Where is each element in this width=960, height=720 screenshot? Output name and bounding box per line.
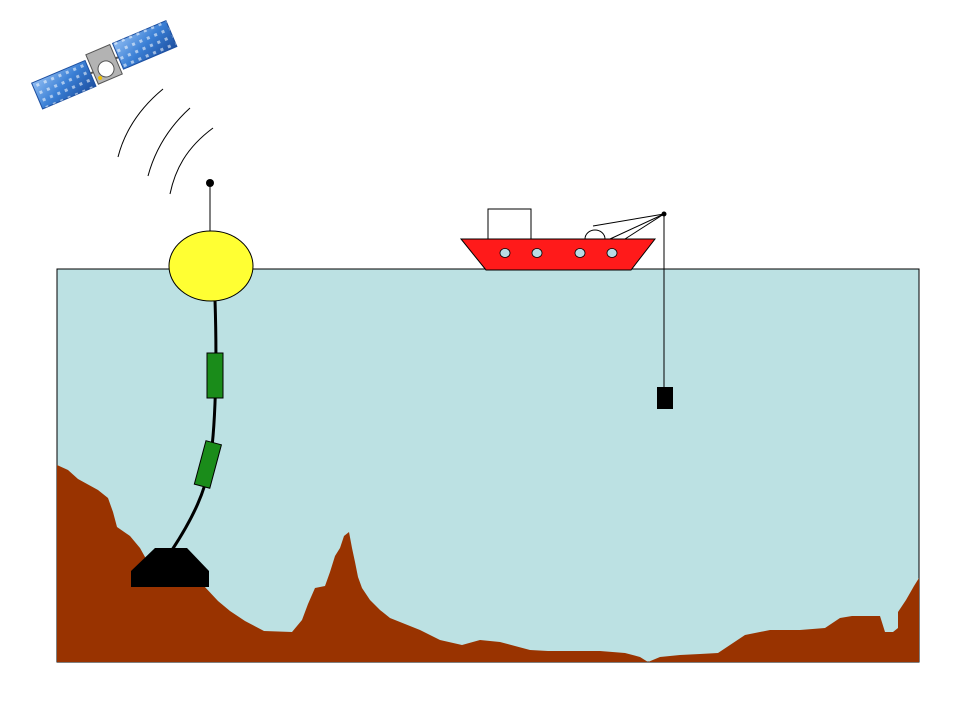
moored-sensor-upper <box>206 352 224 399</box>
radio-wave-icon <box>117 88 214 195</box>
satellite-dish <box>97 60 115 78</box>
research-vessel-icon <box>459 208 667 271</box>
ship-crane-boom <box>592 213 665 227</box>
porthole <box>606 248 618 258</box>
ship-cabin <box>487 208 532 240</box>
porthole <box>531 248 543 258</box>
signal-arc-middle <box>147 107 191 177</box>
surface-buoy <box>168 179 254 302</box>
ctd-probe-icon <box>657 387 673 409</box>
mooring-anchor <box>131 548 209 587</box>
porthole <box>574 248 586 258</box>
ship-winch <box>584 229 606 240</box>
seafloor <box>57 465 919 662</box>
ship-portholes <box>499 248 618 258</box>
ship-hull <box>459 238 657 271</box>
satellite-icon <box>31 20 178 110</box>
buoy-float <box>168 230 254 302</box>
porthole <box>499 248 511 258</box>
moored-sensor-lower <box>193 440 223 489</box>
signal-arc-inner <box>169 127 214 195</box>
signal-arc-outer <box>117 88 164 158</box>
buoy-antenna-tip <box>206 179 214 187</box>
